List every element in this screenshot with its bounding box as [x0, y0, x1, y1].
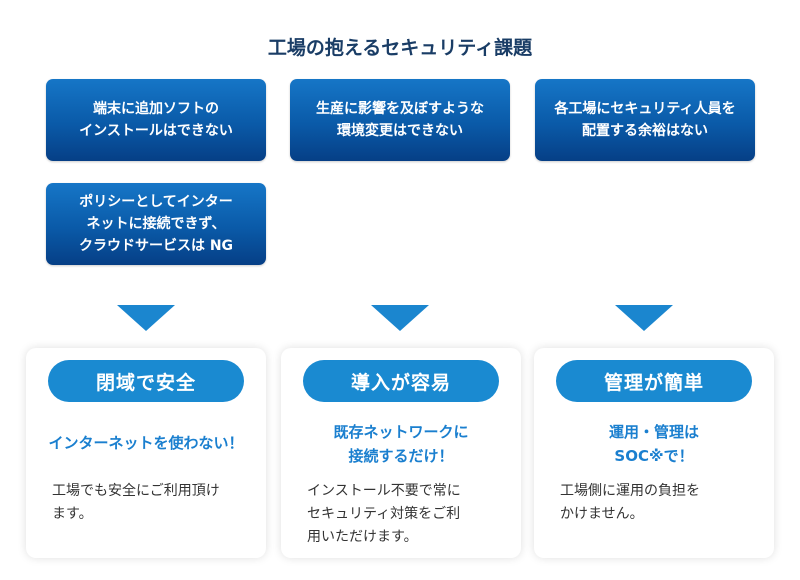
issue-box-no-software-install: 端末に追加ソフトの インストールはできない: [46, 79, 266, 161]
solution-card-easy-install: 導入が容易 既存ネットワークに 接続するだけ！ インストール不要で常に セキュリ…: [281, 348, 521, 558]
solution-headline: 既存ネットワークに 接続するだけ！: [333, 423, 469, 465]
issue-text: 各工場にセキュリティ人員を 配置する余裕はない: [554, 101, 736, 139]
solution-pill: 閉域で安全: [48, 360, 244, 402]
issue-box-no-internet-policy: ポリシーとしてインター ネットに接続できず、 クラウドサービスは NG: [46, 183, 266, 265]
down-arrow-icon: [371, 305, 429, 331]
down-arrow-icon: [615, 305, 673, 331]
issue-text: ポリシーとしてインター ネットに接続できず、 クラウドサービスは NG: [78, 194, 234, 254]
issue-box-no-security-staff: 各工場にセキュリティ人員を 配置する余裕はない: [535, 79, 755, 161]
solution-headline: インターネットを使わない！: [48, 434, 244, 452]
solution-body: 工場側に運用の負担を かけません。: [560, 483, 700, 522]
solution-pill: 管理が簡単: [556, 360, 752, 402]
solution-body: インストール不要で常に セキュリティ対策をご利 用いただけます。: [307, 483, 461, 545]
diagram-title: 工場の抱えるセキュリティ課題: [267, 37, 533, 59]
down-arrow-icon: [117, 305, 175, 331]
solution-card-easy-management: 管理が簡単 運用・管理は SOC※で！ 工場側に運用の負担を かけません。: [534, 348, 774, 558]
solution-pill: 導入が容易: [303, 360, 499, 402]
solution-body: 工場でも安全にご利用頂け ます。: [52, 483, 220, 522]
solution-card-closed-network: 閉域で安全 インターネットを使わない！ 工場でも安全にご利用頂け ます。: [26, 348, 266, 558]
issue-text: 生産に影響を及ぼすような 環境変更はできない: [316, 101, 484, 139]
issue-box-no-environment-change: 生産に影響を及ぼすような 環境変更はできない: [290, 79, 510, 161]
issue-text: 端末に追加ソフトの インストールはできない: [79, 101, 233, 139]
solution-headline: 運用・管理は SOC※で！: [608, 423, 699, 465]
